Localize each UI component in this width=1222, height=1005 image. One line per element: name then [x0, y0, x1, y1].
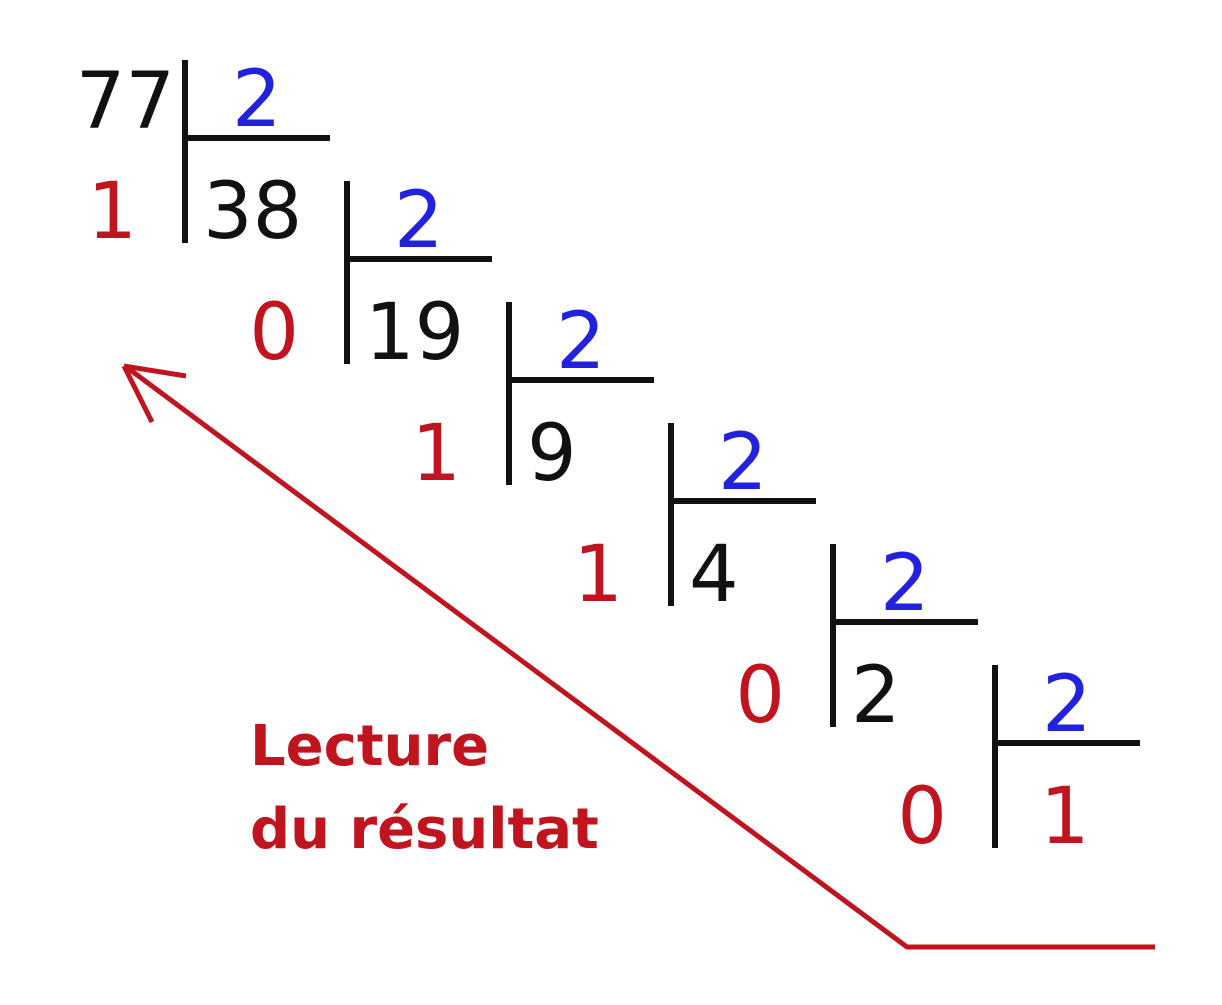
divisor: 2 — [556, 297, 606, 387]
remainder: 0 — [249, 288, 299, 378]
remainder: 1 — [573, 530, 623, 620]
divisor: 2 — [880, 539, 930, 629]
remainder: 0 — [735, 651, 785, 741]
final-quotient: 1 — [1040, 772, 1090, 862]
divisor: 2 — [394, 176, 444, 266]
quotient: 38 — [203, 167, 302, 257]
divisor: 2 — [1042, 660, 1092, 750]
remainder: 1 — [87, 167, 137, 257]
arrow-head-lower — [121, 364, 155, 424]
arrow-head-upper — [123, 363, 187, 379]
divisor: 2 — [232, 55, 282, 145]
remainder: 0 — [897, 772, 947, 862]
quotient: 2 — [851, 651, 901, 741]
caption-line-1: Lecture — [250, 714, 489, 779]
remainder: 1 — [411, 409, 461, 499]
arrow-shaft — [123, 363, 1155, 950]
divisor: 2 — [718, 418, 768, 508]
quotient: 19 — [365, 288, 464, 378]
quotient: 9 — [527, 409, 577, 499]
reading-arrow — [121, 363, 1155, 950]
caption-line-2: du résultat — [250, 797, 599, 862]
quotient: 4 — [689, 530, 739, 620]
division-lines — [182, 60, 1140, 848]
dividend: 77 — [76, 57, 175, 147]
